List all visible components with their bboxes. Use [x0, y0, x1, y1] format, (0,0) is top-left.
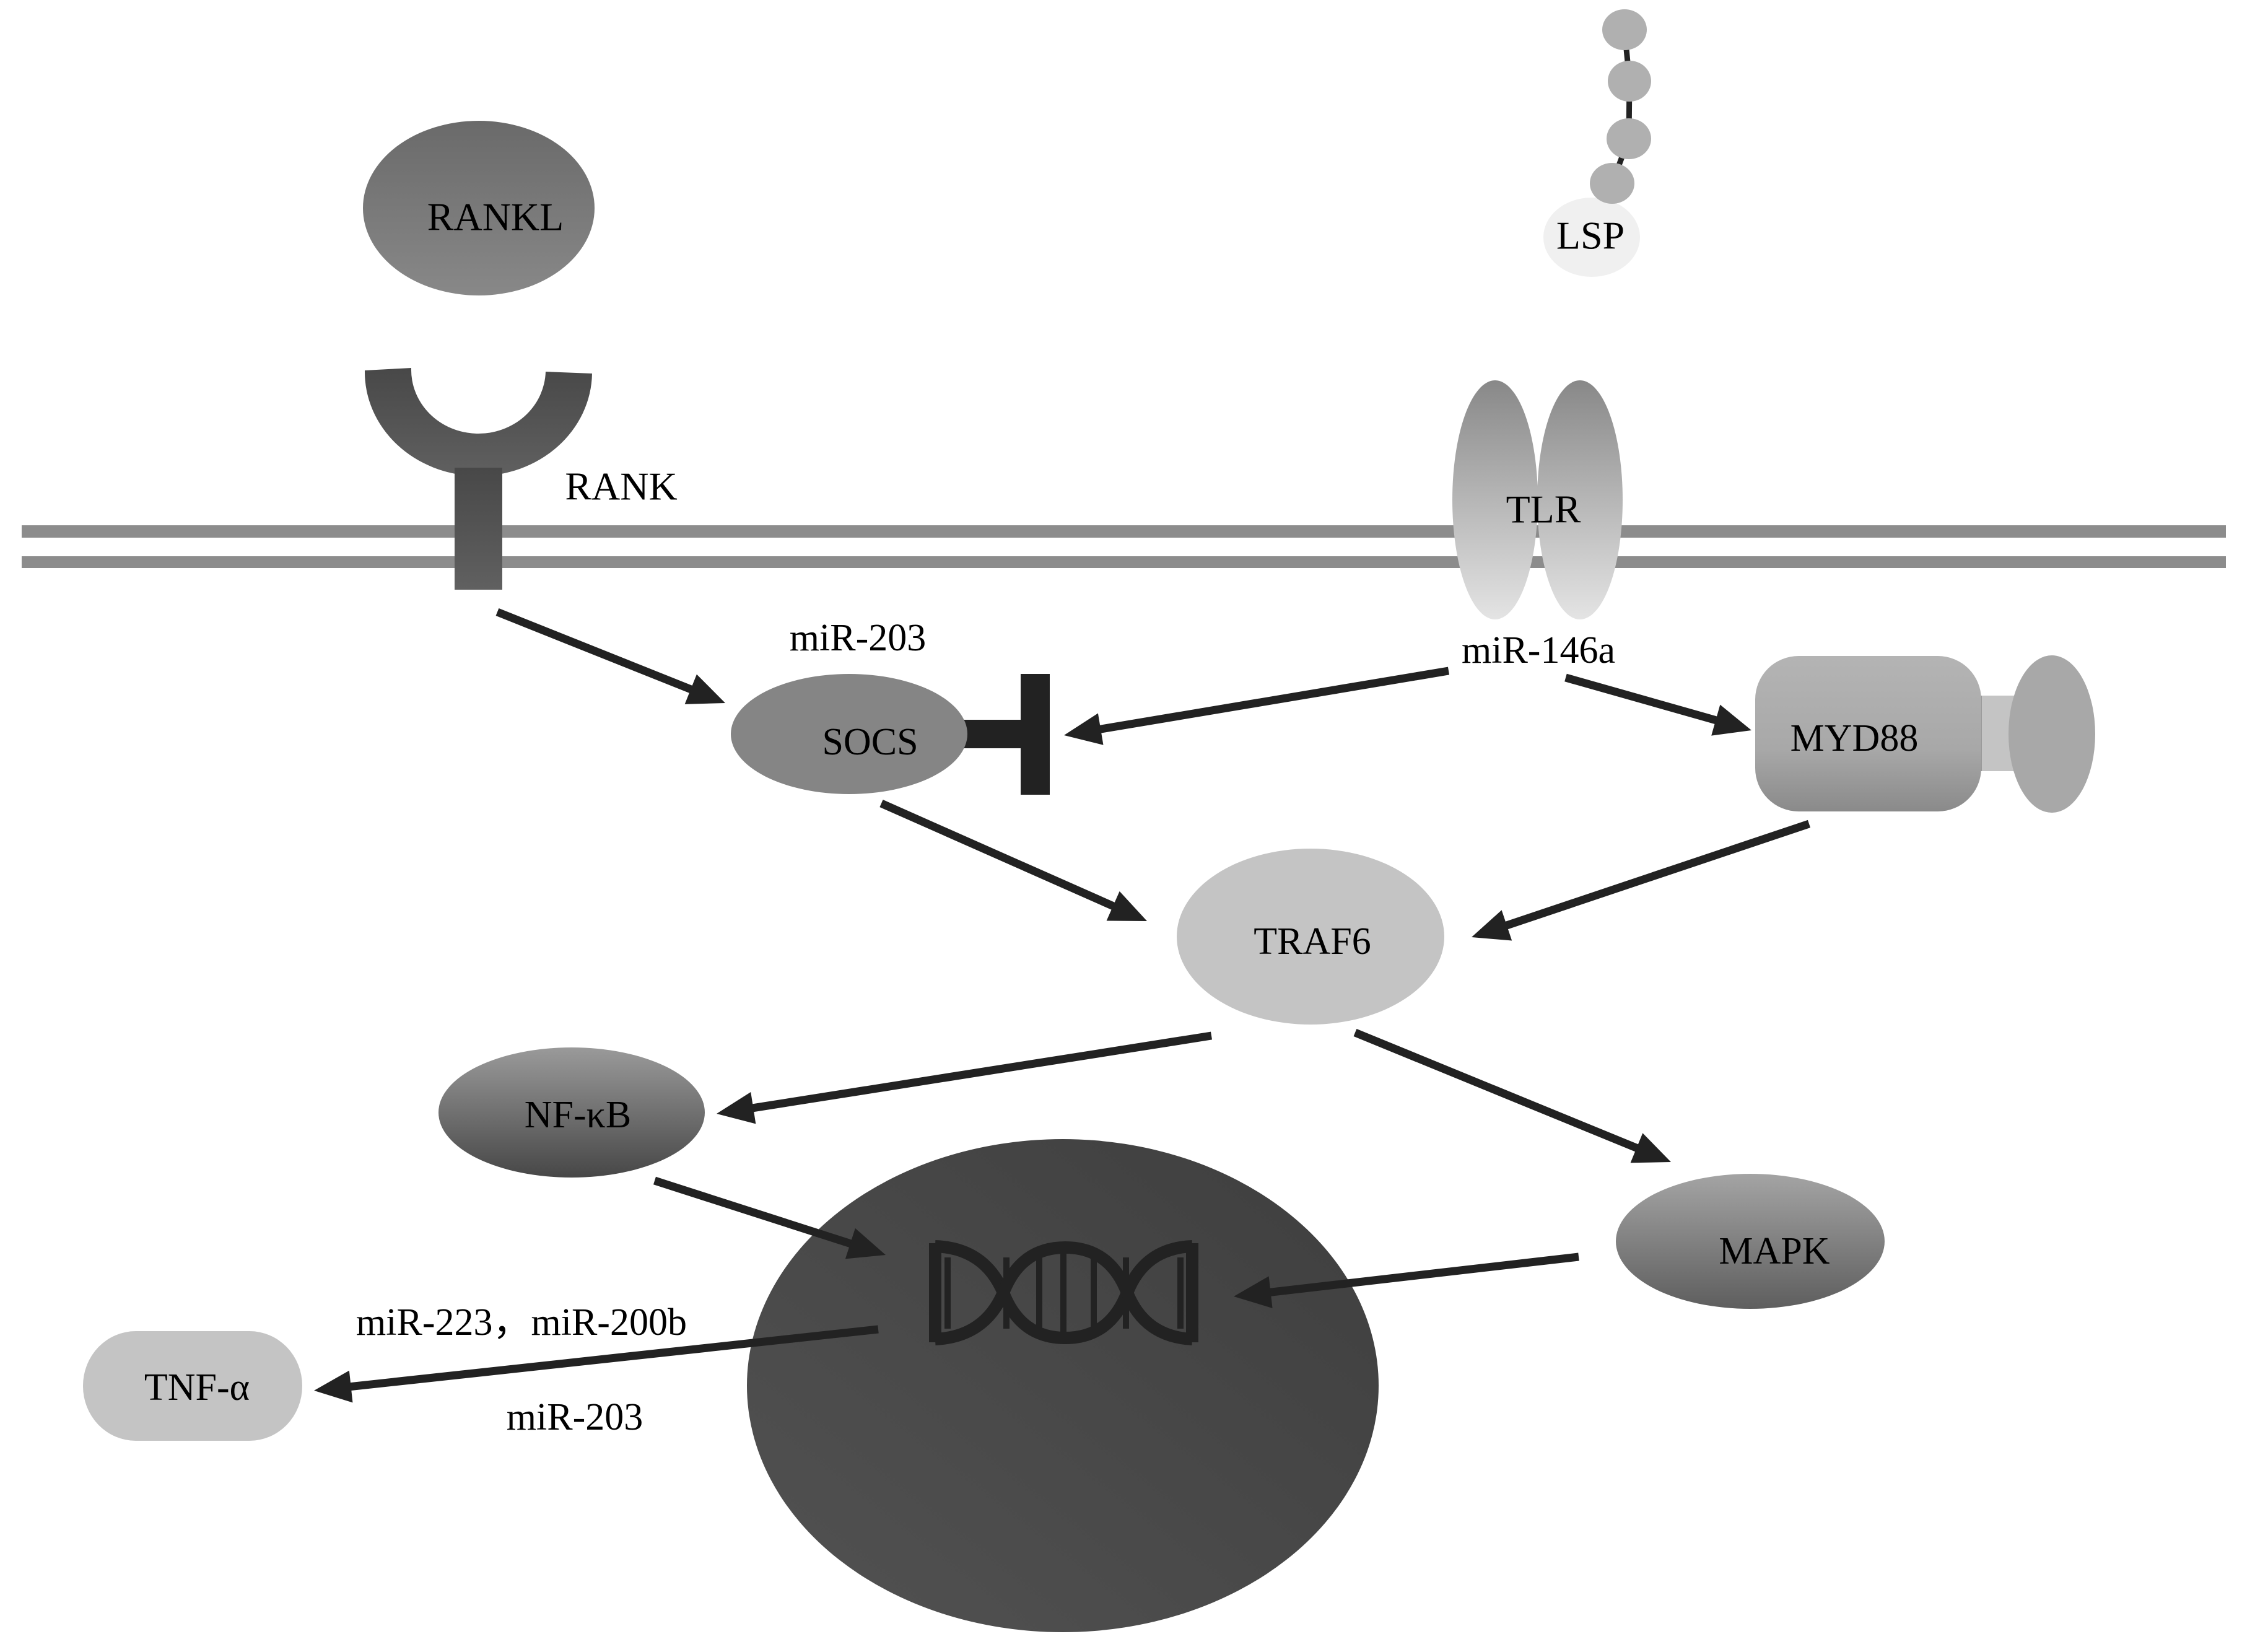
arrow-shaft	[1353, 1028, 1641, 1153]
lsp-bead	[1602, 9, 1647, 50]
myd88-node: MYD88	[1755, 655, 2095, 813]
arrow-shaft	[653, 1176, 854, 1249]
lsp-chain	[1609, 29, 1633, 185]
myd88-body	[1755, 656, 1981, 811]
arrow-head	[1064, 713, 1104, 745]
dna-icon	[929, 1240, 1198, 1345]
inhibition-bar-stem	[957, 720, 1023, 748]
membrane-inner-line	[22, 556, 2226, 568]
nfkb-label: NF-κB	[525, 1094, 632, 1136]
traf6-label: TRAF6	[1254, 920, 1371, 963]
arrow-traf6-to-mapk	[1353, 1028, 1671, 1163]
arrow-socs-to-traf6	[879, 800, 1147, 921]
arrow-traf6-to-nfkb	[717, 1031, 1213, 1124]
tlr-label: TLR	[1506, 487, 1581, 531]
arrow-head	[314, 1370, 353, 1403]
lsp-bead	[1608, 61, 1651, 102]
arrow-nfkb-to-dna	[653, 1176, 886, 1259]
arrow-myd88-to-traf6	[1472, 819, 1811, 941]
mapk-label: MAPK	[1719, 1230, 1830, 1272]
socs-node: SOCS	[731, 674, 1050, 795]
rank-receptor: RANK	[364, 368, 678, 590]
arrow-head	[1106, 891, 1147, 921]
arrow-head	[1472, 910, 1512, 941]
arrow-mir146a-to-socs	[1064, 666, 1450, 745]
lsp-molecule: LSP	[1543, 9, 1651, 277]
arrow-head	[1234, 1276, 1273, 1308]
lsp-bead	[1543, 198, 1640, 277]
tlr-left-subunit	[1452, 380, 1538, 619]
arrow-shaft	[1267, 1252, 1579, 1297]
lsp-label: LSP	[1556, 214, 1625, 258]
nucleus	[747, 1139, 1379, 1632]
arrow-mir146a-to-myd88	[1564, 673, 1751, 736]
rankl-label: RANKL	[427, 195, 564, 239]
traf6-node: TRAF6	[1177, 849, 1444, 1025]
arrow-head	[1711, 704, 1751, 736]
tlr-receptor: TLR	[1452, 380, 1623, 619]
arrow-shaft	[495, 608, 695, 694]
rank-label: RANK	[565, 465, 677, 509]
socs-label: SOCS	[822, 721, 918, 763]
lsp-bead	[1607, 118, 1651, 159]
arrow-head	[717, 1091, 756, 1124]
arrow-shaft	[879, 800, 1117, 911]
mirna-label-mir223-mir200b: miR-223，miR-200b	[356, 1301, 687, 1344]
arrow-shaft	[750, 1031, 1213, 1112]
arrow-rank-to-socs	[495, 608, 725, 704]
arrow-shaft	[347, 1325, 879, 1391]
rankl-node: RANKL	[363, 121, 595, 295]
arrow-head	[845, 1228, 886, 1259]
arrow-mapk-to-dna	[1234, 1252, 1579, 1308]
arrow-head	[1630, 1133, 1671, 1163]
arrow-dna-to-tnfa	[314, 1325, 879, 1403]
myd88-domain	[2008, 655, 2095, 813]
arrow-head	[684, 674, 725, 704]
inhibition-bar-head	[1021, 674, 1050, 795]
lsp-bead	[1590, 163, 1634, 204]
tlr-right-subunit	[1537, 380, 1623, 619]
mirna-label-mir203-socs: miR-203	[790, 617, 926, 659]
arrow-shaft	[1564, 673, 1719, 725]
arrow-shaft	[1503, 819, 1811, 930]
nfkb-node: NF-κB	[438, 1047, 705, 1178]
myd88-label: MYD88	[1790, 717, 1919, 759]
tnfa-node: TNF-α	[83, 1331, 302, 1441]
tnfa-label: TNF-α	[144, 1366, 250, 1409]
mirna-label-mir146a: miR-146a	[1462, 629, 1615, 671]
rank-binding-cup	[364, 368, 592, 476]
cell-membrane	[22, 525, 2226, 568]
mirna-label-mir203-tnf: miR-203	[507, 1396, 643, 1438]
rank-stem	[455, 468, 502, 590]
mapk-node: MAPK	[1616, 1174, 1885, 1309]
arrow-shaft	[1097, 666, 1450, 734]
membrane-outer-line	[22, 525, 2226, 538]
arrows	[314, 608, 1811, 1403]
